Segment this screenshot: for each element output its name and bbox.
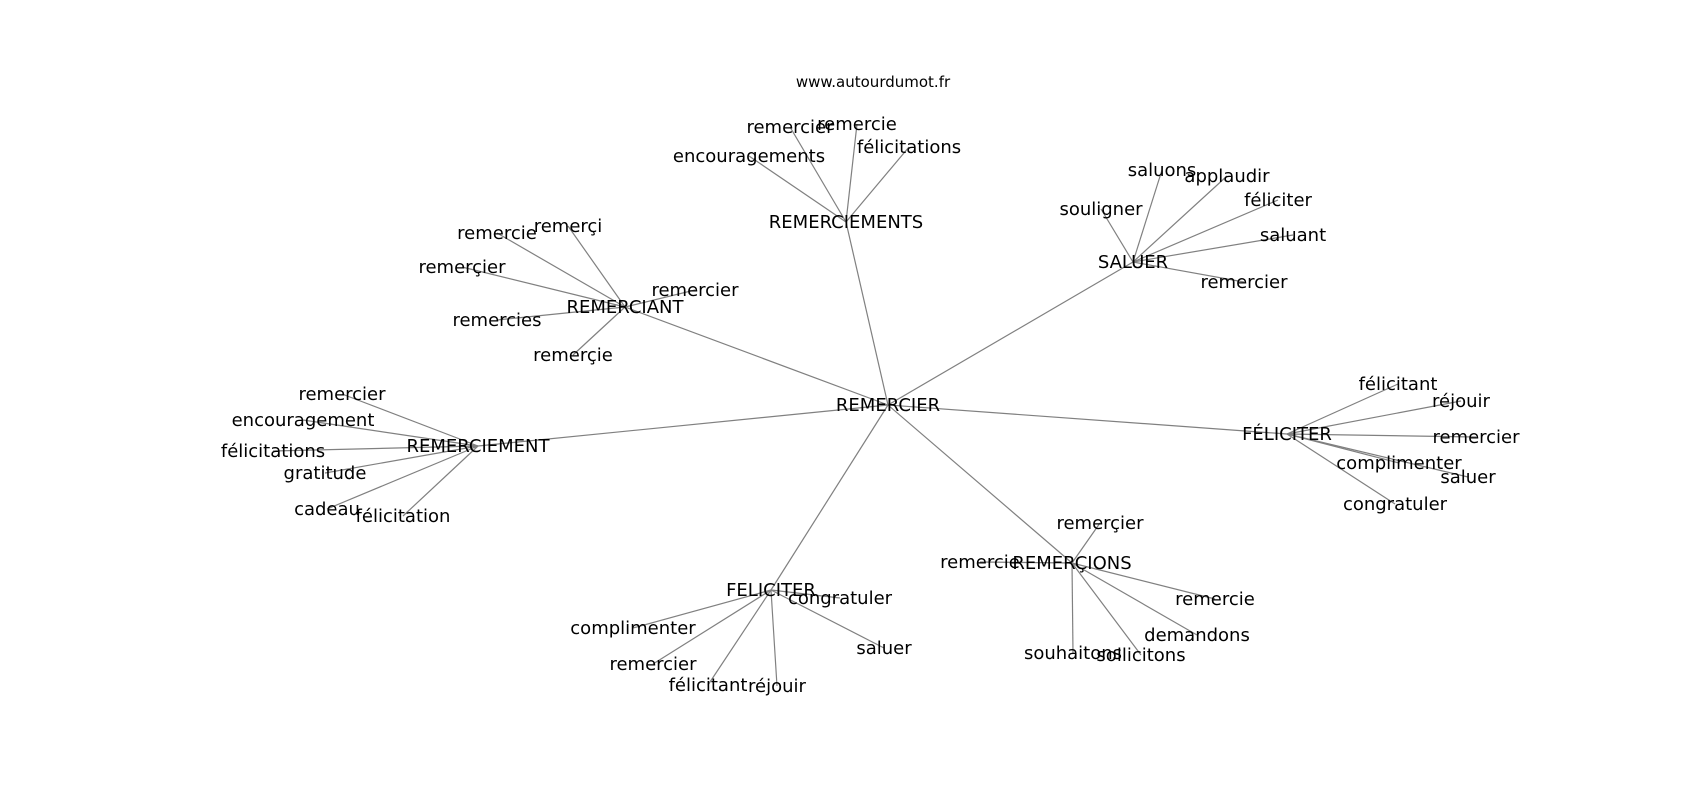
edge-saluer-feliciter xyxy=(1132,199,1279,263)
edge-root-remerciement xyxy=(477,404,889,447)
edge-remercions-sollicitons xyxy=(1071,562,1142,656)
edge-remercions-souhaitons xyxy=(1071,562,1074,654)
edge-remerciement-remercier xyxy=(341,393,479,447)
edge-feliciter-congratuler xyxy=(1286,433,1396,505)
leaf-node-demandons: demandons xyxy=(1144,625,1250,646)
edge-root-saluer xyxy=(887,261,1134,406)
edge-feliciter-remercier xyxy=(652,589,772,665)
edge-remerciements-remercie xyxy=(845,123,858,223)
edge-remerciant-remercie xyxy=(572,306,626,356)
leaf-node-remercier: remercier xyxy=(1200,272,1288,293)
leaf-node-remercie: remercie xyxy=(817,114,897,135)
hub-node-saluer: SALUER xyxy=(1098,252,1168,273)
leaf-node-encouragement: encouragement xyxy=(232,410,375,431)
edge-feliciter-congratuler xyxy=(770,589,841,599)
leaf-node-feliciter: féliciter xyxy=(1244,190,1312,211)
edge-remerciement-encouragement xyxy=(302,419,479,447)
leaf-node-felicitations: félicitations xyxy=(857,137,961,158)
edge-feliciter-felicitant xyxy=(1286,383,1399,435)
leaf-node-remerci: remerçi xyxy=(534,216,603,237)
edge-remerciant-remercier xyxy=(624,289,696,308)
leaf-node-remercie: remercie xyxy=(1175,589,1255,610)
leaf-node-remercier: remerçier xyxy=(1056,513,1144,534)
edge-saluer-applaudir xyxy=(1132,175,1228,263)
edge-feliciter-saluer xyxy=(1286,433,1469,478)
edge-remerciant-remerci xyxy=(567,225,626,308)
edge-remercions-demandons xyxy=(1071,562,1198,636)
leaf-node-rejouir: réjouir xyxy=(748,676,807,697)
leaf-node-complimenter: complimenter xyxy=(1336,453,1462,474)
edge-remerciement-felicitation xyxy=(402,445,479,517)
hub-node-remerciements: REMERCIEMENTS xyxy=(769,212,923,233)
edge-remerciement-gratitude xyxy=(324,445,479,474)
edge-feliciter-complimenter xyxy=(632,589,772,629)
leaf-node-saluer: saluer xyxy=(856,638,912,659)
edge-root-remerciements xyxy=(845,221,889,406)
edge-remercions-remercie xyxy=(1071,562,1216,600)
leaf-node-remercier: remercier xyxy=(298,384,386,405)
leaf-node-encouragements: encouragements xyxy=(673,146,825,167)
leaf-node-remercier: remercier xyxy=(746,117,834,138)
leaf-node-souhaitons: souhaitons xyxy=(1024,643,1122,664)
source-text: www.autourdumot.fr xyxy=(796,73,951,91)
hub-node-feliciter: FÉLICITER xyxy=(1242,423,1332,445)
edge-feliciter-rejouir xyxy=(770,589,778,687)
leaf-node-rejouir: réjouir xyxy=(1432,391,1491,412)
leaf-node-applaudir: applaudir xyxy=(1184,166,1270,187)
edge-root-feliciter xyxy=(770,404,889,591)
leaf-node-remercier: remercier xyxy=(651,280,739,301)
hub-node-remerciant: REMERCIANT xyxy=(566,297,684,318)
leaf-node-felicitation: félicitation xyxy=(356,506,451,527)
edge-root-feliciter xyxy=(887,404,1288,435)
leaf-node-remercier: remercier xyxy=(609,654,697,675)
edge-saluer-remercier xyxy=(1132,261,1245,283)
graph-edges xyxy=(272,123,1477,687)
leaf-node-remercie: remercie xyxy=(457,223,537,244)
leaf-node-saluons: saluons xyxy=(1128,160,1197,181)
leaf-node-remercie: remerçie xyxy=(533,345,613,366)
leaf-node-saluant: saluant xyxy=(1260,225,1326,246)
edge-remerciements-felicitations xyxy=(845,146,910,223)
leaf-node-remercier: remercier xyxy=(1432,427,1520,448)
edge-feliciter-rejouir xyxy=(1286,400,1462,435)
edge-feliciter-remercier xyxy=(1286,433,1477,438)
edge-feliciter-saluer xyxy=(770,589,885,649)
leaf-node-felicitant: félicitant xyxy=(669,675,748,696)
edge-saluer-saluant xyxy=(1132,234,1294,263)
edge-saluer-saluons xyxy=(1132,169,1163,263)
leaf-node-cadeau: cadeau xyxy=(294,499,360,520)
leaf-node-souligner: souligner xyxy=(1059,199,1143,220)
edge-root-remercions xyxy=(887,404,1073,564)
leaf-node-felicitations: félicitations xyxy=(221,441,325,462)
edge-remerciant-remercier xyxy=(461,266,626,308)
leaf-node-gratitude: gratitude xyxy=(284,463,367,484)
edge-saluer-souligner xyxy=(1100,208,1134,263)
edge-remerciements-remercier xyxy=(789,126,847,223)
edge-remerciant-remercie xyxy=(496,232,626,308)
leaf-node-complimenter: complimenter xyxy=(570,618,696,639)
edge-remerciements-encouragements xyxy=(748,155,847,223)
leaf-node-congratuler: congratuler xyxy=(788,588,893,609)
graph-labels: www.autourdumot.fr REMERCIER REMERCIEMENT… xyxy=(221,73,1520,697)
hub-node-feliciter: FELICITER xyxy=(726,580,816,601)
leaf-node-saluer: saluer xyxy=(1440,467,1496,488)
edge-remerciement-cadeau xyxy=(326,445,479,510)
leaf-node-remercier: remerçier xyxy=(418,257,506,278)
hub-node-remercions: REMERÇIONS xyxy=(1012,553,1131,574)
root-node: REMERCIER xyxy=(836,395,940,416)
edge-remercions-remercier xyxy=(1071,522,1101,564)
leaf-node-sollicitons: sollicitons xyxy=(1096,645,1185,666)
edge-root-remerciant xyxy=(624,306,889,406)
leaf-node-remercie: remercie xyxy=(940,552,1020,573)
leaf-node-felicitant: félicitant xyxy=(1359,374,1438,395)
edge-feliciter-felicitant xyxy=(707,589,772,686)
hub-node-remerciement: REMERCIEMENT xyxy=(406,436,550,457)
edge-remercions-remercie xyxy=(979,561,1073,564)
edge-remerciant-remercies xyxy=(496,306,626,321)
leaf-node-congratuler: congratuler xyxy=(1343,494,1448,515)
edge-remerciement-felicitations xyxy=(272,445,479,452)
leaf-node-remercies: remercies xyxy=(452,310,541,331)
